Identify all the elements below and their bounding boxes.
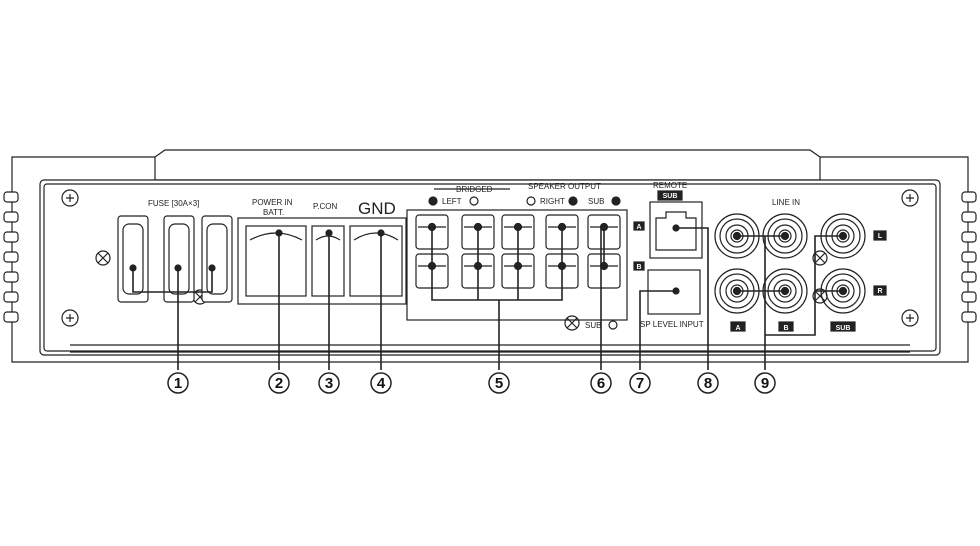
remote-label: REMOTE — [653, 181, 687, 190]
callout-number: 3 — [325, 375, 333, 392]
heat-sink-fin — [3, 231, 19, 243]
left-label: LEFT — [442, 197, 462, 206]
line-in-a-tag: A — [735, 325, 740, 332]
output-a-tag: A — [636, 224, 641, 231]
pcon-label: P.CON — [313, 202, 338, 211]
remote-jack — [649, 201, 703, 259]
mount-screw-icon — [95, 250, 111, 266]
output-b-tag: B — [636, 264, 641, 271]
leader-lines — [132, 227, 843, 370]
speaker-terminals — [415, 214, 621, 289]
sub-minus-label: SUB — [585, 321, 601, 330]
callout-circle — [318, 372, 340, 394]
callout-number: 6 — [597, 375, 605, 392]
speaker-output-label: SPEAKER OUTPUT — [528, 182, 601, 191]
pcon-terminal — [311, 225, 345, 297]
heat-sink-fin — [3, 311, 19, 323]
speaker-terminal-block — [406, 209, 628, 321]
right-channel-tag: R — [877, 288, 882, 295]
heat-sink-fin — [3, 211, 19, 223]
mount-screw-icon — [564, 315, 580, 331]
callout-number: 9 — [761, 375, 769, 392]
callout-circle — [370, 372, 392, 394]
batt-label: BATT. — [263, 208, 284, 217]
line-in-sub-tag: SUB — [836, 325, 851, 332]
heat-sink-fin — [3, 271, 19, 283]
screw-icon — [61, 309, 79, 327]
callout-circle — [268, 372, 290, 394]
callout-numbers: 1 2 3 4 5 6 7 8 9 — [167, 372, 776, 394]
heat-sink-fin — [961, 191, 977, 203]
fuse-holders — [117, 215, 233, 303]
screw-icon — [61, 189, 79, 207]
sp-level-input-label: SP LEVEL INPUT — [640, 320, 704, 329]
callout-circle — [488, 372, 510, 394]
heat-sink-fin — [961, 211, 977, 223]
sub-plus-label: SUB — [588, 197, 604, 206]
heat-sink-fin — [961, 251, 977, 263]
callout-number: 2 — [275, 375, 283, 392]
heat-sink-fin — [961, 231, 977, 243]
callout-circle — [754, 372, 776, 394]
left-channel-tag: L — [878, 233, 883, 240]
heat-sink-fin — [3, 191, 19, 203]
gnd-label: GND — [358, 199, 396, 218]
heat-sink-fin — [3, 251, 19, 263]
fuse-holder — [201, 215, 233, 303]
heat-sink-fin — [961, 311, 977, 323]
line-in-label: LINE IN — [772, 198, 800, 207]
mount-screw-icon — [812, 250, 828, 266]
right-label: RIGHT — [540, 197, 565, 206]
gnd-terminal — [349, 225, 403, 297]
callout-number: 4 — [377, 375, 386, 392]
callout-circle — [697, 372, 719, 394]
screws — [61, 189, 919, 331]
heat-sink-fin — [961, 271, 977, 283]
callout-circle — [629, 372, 651, 394]
batt-terminal — [245, 225, 307, 297]
callout-number: 5 — [495, 375, 503, 392]
power-in-label: POWER IN — [252, 198, 293, 207]
heat-sink-fin — [3, 291, 19, 303]
fuse-holder — [163, 215, 195, 303]
screw-icon — [901, 309, 919, 327]
sp-level-input-connector — [647, 269, 701, 315]
polarity-icons — [428, 196, 621, 330]
fuse-holder — [117, 215, 149, 303]
remote-sub-tag: SUB — [663, 193, 678, 200]
heat-sink-fin — [961, 291, 977, 303]
fuse-label: FUSE [30A×3] — [148, 199, 199, 208]
power-terminal-block — [237, 217, 407, 305]
line-in-b-tag: B — [783, 325, 788, 332]
callout-number: 7 — [636, 375, 644, 392]
callout-number: 8 — [704, 375, 712, 392]
screw-icon — [901, 189, 919, 207]
callout-circle — [167, 372, 189, 394]
bridged-label: BRIDGED — [456, 185, 493, 194]
callout-circle — [590, 372, 612, 394]
callout-number: 1 — [174, 375, 182, 392]
leader-dots — [129, 224, 680, 295]
